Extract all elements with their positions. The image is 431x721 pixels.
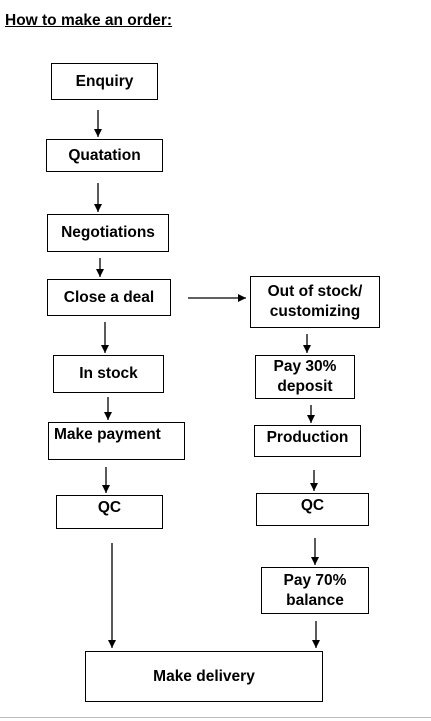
step-out-of-stock: Out of stock/ customizing (250, 276, 380, 328)
step-make-delivery-label: Make delivery (153, 667, 255, 685)
step-in-stock: In stock (53, 355, 164, 393)
step-qc-left-label: QC (97, 499, 122, 516)
step-close-deal-label: Close a deal (63, 288, 155, 306)
step-in-stock-label: In stock (79, 365, 138, 382)
step-pay-balance: Pay 70% balance (261, 567, 369, 614)
step-make-delivery: Make delivery (85, 651, 323, 702)
step-qc-right: QC (256, 493, 369, 526)
step-negotiations-label: Negotiations (61, 224, 155, 241)
step-quotation: Quatation (46, 139, 163, 172)
step-enquiry: Enquiry (51, 63, 158, 100)
step-production-label: Production (266, 429, 349, 446)
step-negotiations: Negotiations (47, 214, 169, 252)
step-close-deal: Close a deal (47, 279, 171, 316)
step-pay-balance-label: Pay 70% balance (283, 571, 347, 609)
step-pay-deposit: Pay 30% deposit (255, 355, 355, 399)
step-pay-deposit-label: Pay 30% deposit (273, 358, 337, 395)
step-make-payment: Make payment (48, 422, 185, 460)
step-out-of-stock-label: Out of stock/ customizing (267, 283, 363, 320)
page-title: How to make an order: (5, 12, 173, 29)
step-make-payment-label: Make payment (54, 426, 161, 443)
step-qc-left: QC (56, 495, 163, 529)
step-quotation-label: Quatation (68, 146, 141, 164)
step-production: Production (254, 425, 361, 457)
step-qc-right-label: QC (300, 497, 325, 514)
step-enquiry-label: Enquiry (75, 72, 134, 90)
bottom-divider (0, 717, 431, 718)
